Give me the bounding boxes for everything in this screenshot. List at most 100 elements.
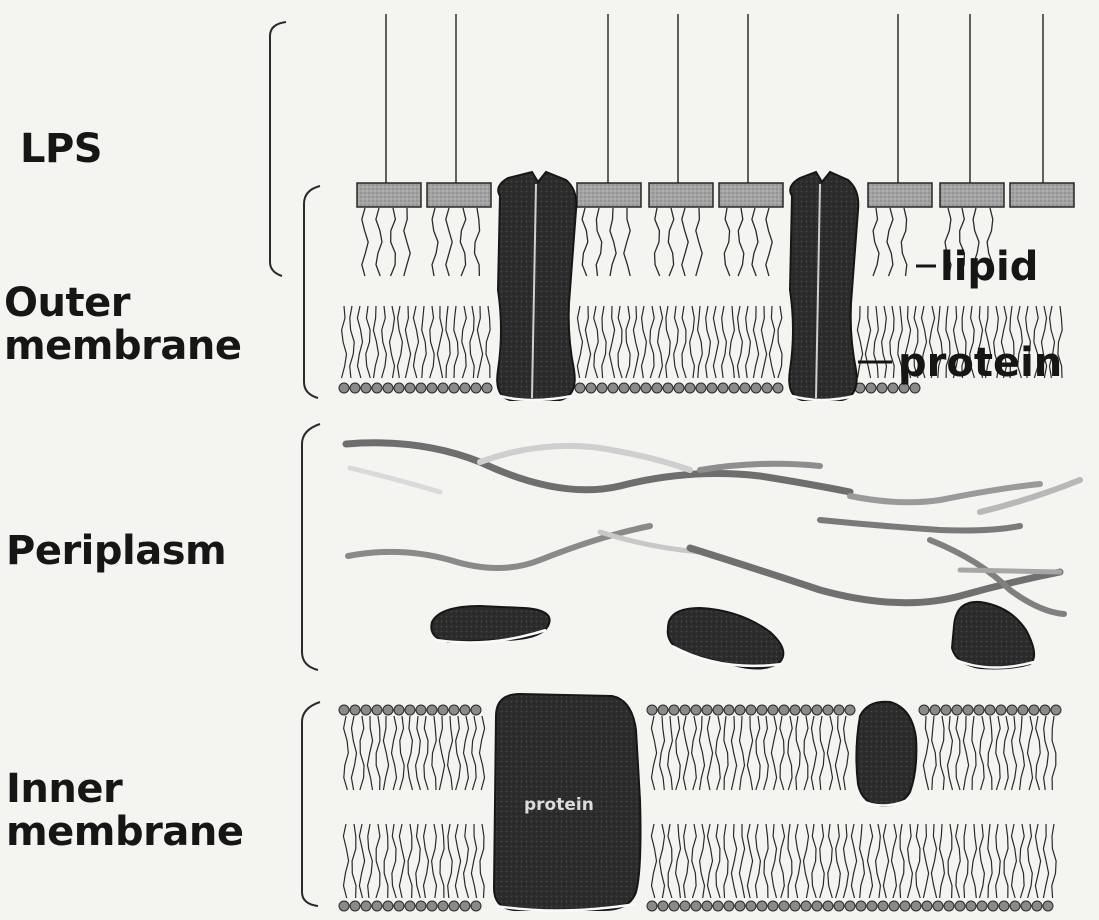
periplasm-protein-1	[431, 606, 549, 642]
lipid-headgroup	[372, 705, 382, 715]
lipid-tail	[923, 824, 928, 898]
lipid-tail	[1028, 716, 1033, 790]
lipid-tail	[602, 306, 606, 378]
lipid-tail	[772, 824, 777, 898]
lipid-headgroup	[1029, 705, 1039, 715]
lipid-headgroup	[955, 901, 965, 911]
lipid-tail	[456, 716, 461, 790]
lipid-tail	[940, 824, 945, 898]
lipid-headgroup	[801, 705, 811, 715]
lipid-tail	[577, 306, 582, 378]
lipid-tail	[655, 208, 660, 276]
lipid-headgroup	[394, 901, 404, 911]
lipid-tail	[683, 716, 688, 790]
lipid-tail	[865, 306, 870, 378]
lipid-tail	[460, 208, 466, 276]
lipid-tail	[780, 824, 785, 898]
lipid-headgroup	[460, 383, 470, 393]
lipid-tail	[892, 824, 897, 898]
lipid-tail	[796, 716, 800, 790]
lps-block	[1010, 183, 1074, 207]
lipid-tail	[752, 208, 758, 276]
lps-layer	[357, 14, 1074, 207]
lipid-tail	[1012, 716, 1017, 790]
lipid-headgroup	[691, 705, 701, 715]
lipid-tail	[956, 716, 960, 790]
lps-block	[940, 183, 1004, 207]
lipid-headgroup	[361, 901, 371, 911]
lipid-tail	[756, 716, 760, 790]
lipid-headgroup	[834, 901, 844, 911]
inner-peripheral-protein	[856, 702, 916, 806]
lipid-headgroup	[877, 383, 887, 393]
lipid-tail	[1004, 716, 1009, 790]
lipid-tail	[343, 824, 348, 898]
lipid-headgroup	[790, 705, 800, 715]
lipid-headgroup	[866, 383, 876, 393]
lipid-tail	[618, 306, 622, 378]
lipid-tail	[780, 716, 784, 790]
lipid-tail	[836, 824, 841, 898]
lipid-tail	[724, 208, 730, 276]
lipid-tail	[416, 716, 421, 790]
lipid-tail	[392, 824, 396, 898]
lps-block	[427, 183, 491, 207]
lipid-tail	[722, 306, 727, 378]
lipid-tail	[980, 716, 985, 790]
lipid-tail	[351, 716, 356, 790]
lipid-headgroup	[834, 705, 844, 715]
lipid-tail	[1020, 824, 1024, 898]
lipid-tail	[713, 306, 718, 378]
lipid-headgroup	[405, 383, 415, 393]
lipid-headgroup	[735, 901, 745, 911]
lipid-tail	[596, 208, 602, 276]
lipid-tail	[857, 306, 862, 378]
lipid-tail	[373, 306, 378, 378]
lipid-headgroup	[427, 383, 437, 393]
lipid-headgroup	[1043, 901, 1053, 911]
lipid-headgroup	[669, 705, 679, 715]
lipid-tail	[690, 306, 695, 378]
lipid-headgroup	[999, 901, 1009, 911]
lps-block	[649, 183, 713, 207]
lipid-tail	[706, 306, 711, 378]
lipid-tail	[740, 716, 745, 790]
lipid-tail	[692, 716, 697, 790]
lipid-tail	[804, 824, 809, 898]
bracket-outer-membrane	[304, 186, 320, 398]
lipid-tail	[698, 306, 703, 378]
lipid-tail	[972, 824, 977, 898]
lipid-tail	[860, 824, 865, 898]
lipid-headgroup	[889, 901, 899, 911]
lipid-headgroup	[922, 901, 932, 911]
lipid-headgroup	[751, 383, 761, 393]
lipid-headgroup	[729, 383, 739, 393]
lipid-tail	[405, 306, 410, 378]
lipid-headgroup	[867, 901, 877, 911]
lipid-tail	[398, 306, 403, 378]
lipid-tail	[624, 208, 630, 276]
lipid-tail	[660, 716, 665, 790]
lipid-headgroup	[460, 901, 470, 911]
lps-block	[357, 183, 421, 207]
bracket-periplasm	[302, 424, 320, 670]
lipid-tail	[399, 824, 404, 898]
lipid-headgroup	[966, 901, 976, 911]
lipid-tail	[778, 306, 782, 378]
lipid-tail	[1052, 716, 1056, 790]
lipid-tail	[812, 824, 816, 898]
lipid-headgroup	[383, 901, 393, 911]
lipid-headgroup	[696, 383, 706, 393]
lipid-headgroup	[988, 901, 998, 911]
lipid-tail	[609, 306, 614, 378]
lipid-headgroup	[339, 383, 349, 393]
lipid-tail	[747, 824, 752, 898]
lipid-headgroup	[405, 901, 415, 911]
lipid-tail	[716, 824, 720, 898]
lipid-tail	[843, 824, 848, 898]
lipid-tail	[887, 208, 893, 276]
lipid-headgroup	[718, 383, 728, 393]
lipid-headgroup	[416, 901, 426, 911]
lipid-tail	[633, 306, 638, 378]
